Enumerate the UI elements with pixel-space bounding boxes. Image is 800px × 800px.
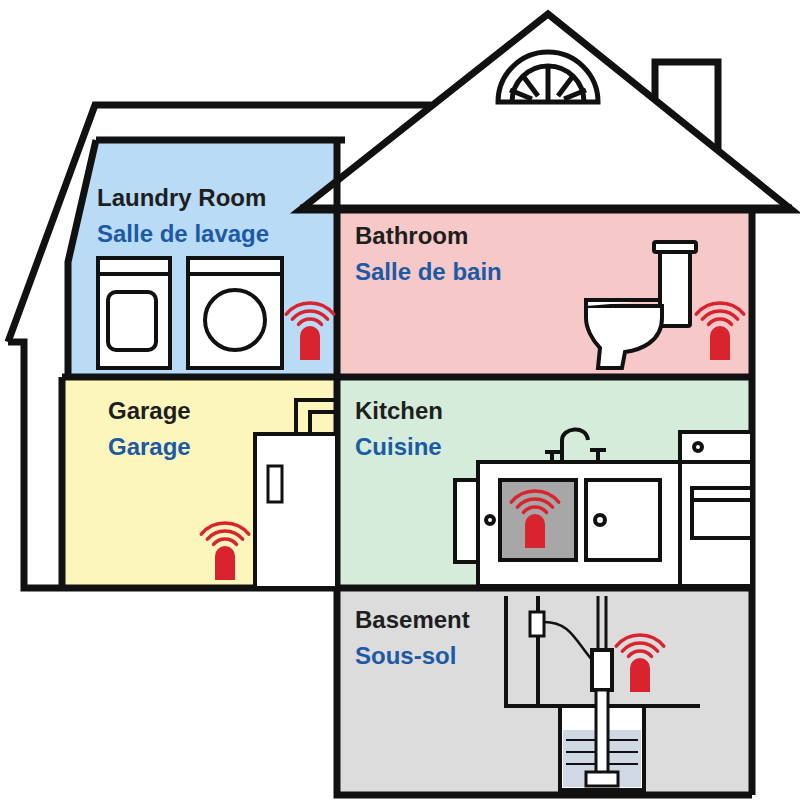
wing-roof (8, 105, 431, 342)
leak-sensor (616, 635, 663, 692)
room-name-french: Garage (108, 429, 337, 465)
room-area: BasementSous-sol (337, 588, 752, 795)
kitchen-cabinets (455, 429, 752, 586)
leak-sensor (201, 523, 248, 580)
leak-sensor (696, 303, 743, 360)
room-area: BathroomSalle de bain (337, 208, 752, 377)
room-name: Garage (108, 393, 337, 429)
room-name: Basement (355, 602, 752, 638)
gable-roof (300, 14, 792, 210)
room-name-french: Salle de lavage (97, 216, 337, 252)
room-name-french: Cuisine (355, 429, 752, 465)
dryer-washer (98, 258, 282, 368)
attic-window (498, 52, 598, 102)
room-area: KitchenCuisine (337, 377, 752, 588)
room-name: Bathroom (355, 218, 752, 254)
leak-sensor (511, 491, 558, 548)
toilet (586, 242, 696, 368)
room-area: Laundry RoomSalle de lavage (68, 140, 337, 377)
water-heater (255, 400, 340, 588)
room-area: GarageGarage (62, 377, 337, 588)
sump-pump (506, 596, 700, 790)
room-name-french: Salle de bain (355, 254, 752, 290)
chimney (655, 62, 718, 152)
outer-wall (8, 342, 340, 588)
room-walls (62, 140, 792, 795)
water-sensors (201, 303, 743, 692)
room-name: Kitchen (355, 393, 752, 429)
leak-sensor (286, 303, 333, 360)
room-name: Laundry Room (97, 180, 337, 216)
room-name-french: Sous-sol (355, 638, 752, 674)
laundry-outline (68, 140, 345, 377)
